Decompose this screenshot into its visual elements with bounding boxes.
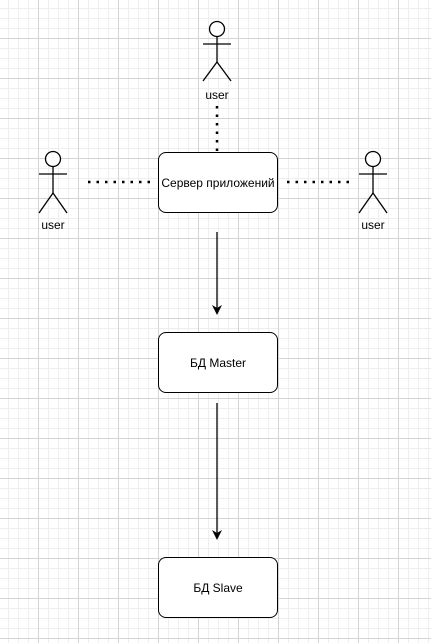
user-actor-left[interactable]: [38, 150, 68, 214]
user-actor-top[interactable]: [202, 20, 232, 82]
db-master-label: БД Master: [189, 355, 246, 370]
db-master-node[interactable]: БД Master: [158, 332, 278, 393]
actor-label-top: user: [205, 88, 229, 102]
actor-label-left: user: [41, 218, 65, 232]
db-slave-label: БД Slave: [193, 580, 243, 595]
db-slave-node[interactable]: БД Slave: [158, 557, 278, 618]
actor-label-right: user: [361, 218, 385, 232]
app-server-node[interactable]: Сервер приложений: [158, 152, 278, 213]
app-server-label: Сервер приложений: [161, 175, 275, 190]
user-actor-right[interactable]: [358, 150, 388, 214]
